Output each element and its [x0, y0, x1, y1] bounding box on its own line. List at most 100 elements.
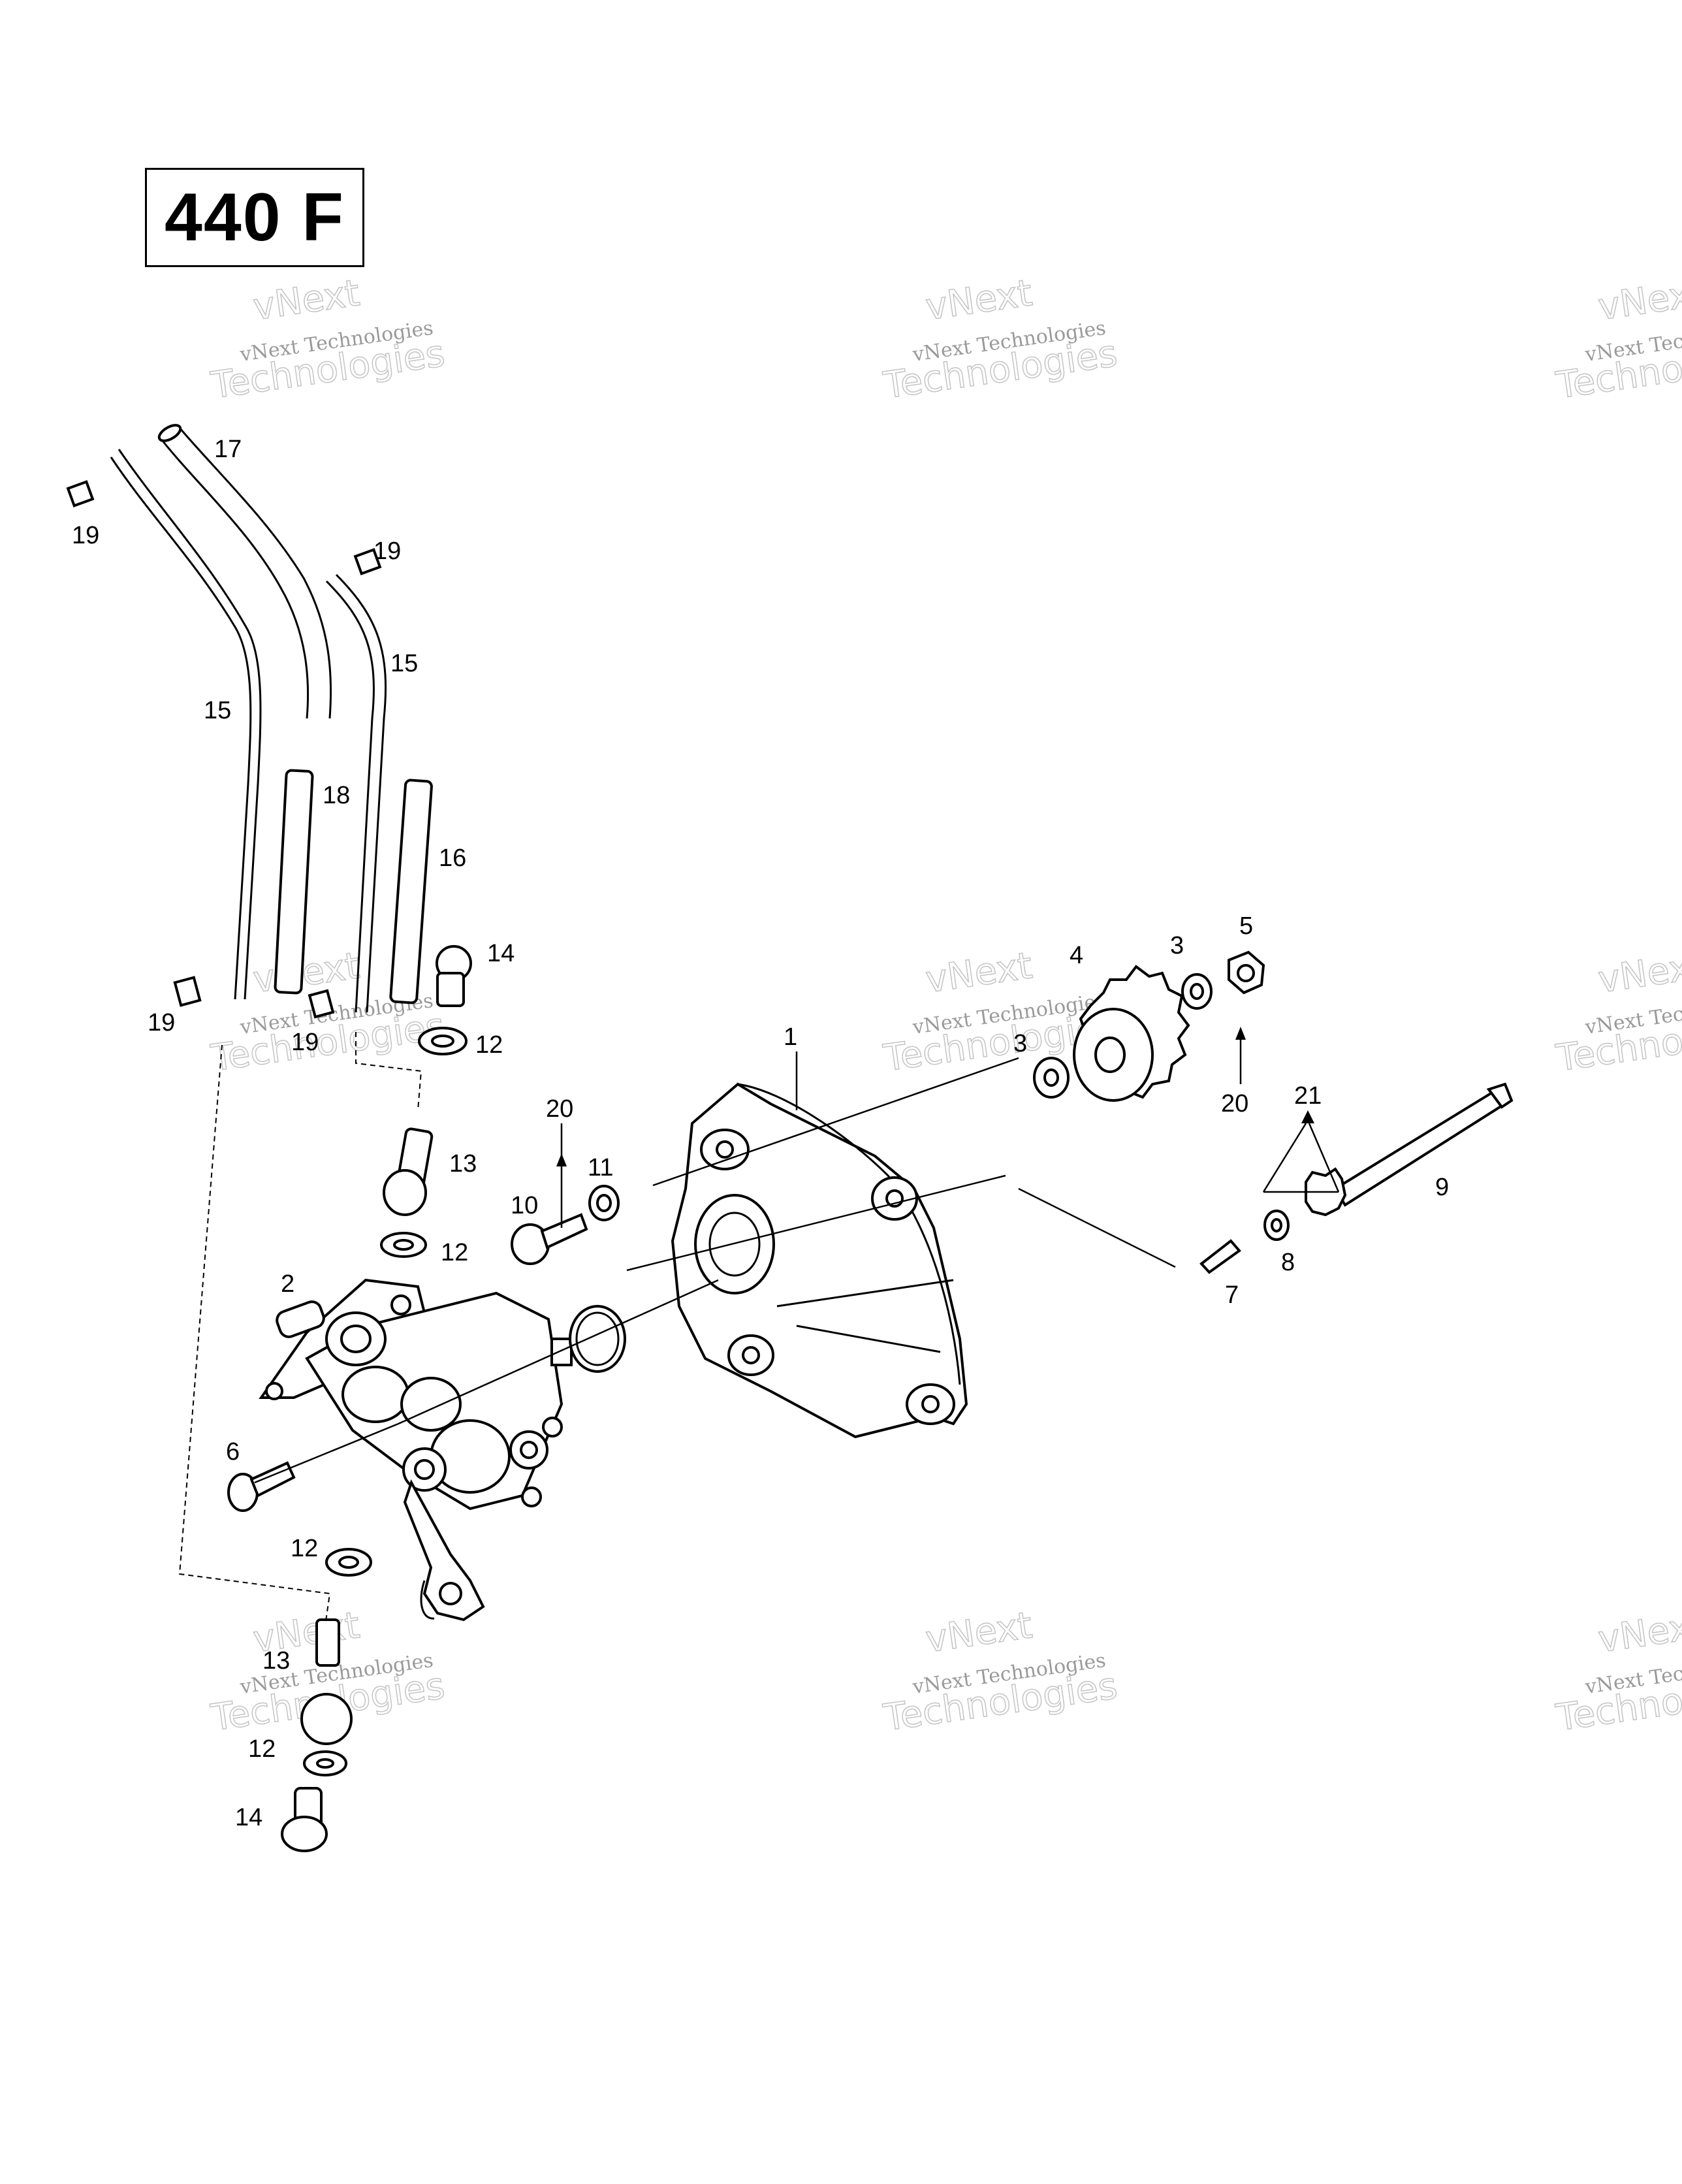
oil-hose-17-edge — [178, 427, 332, 719]
pump-screw — [542, 1417, 563, 1437]
callout-2: 2 — [281, 1270, 294, 1298]
clamp-19 — [308, 989, 335, 1019]
oil-pump-assembly — [259, 1278, 573, 1622]
assembly-line — [178, 1044, 331, 1640]
callout-3: 3 — [1013, 1030, 1027, 1057]
model-label-box: 440 F — [145, 168, 364, 267]
pump-lever — [403, 1479, 485, 1622]
lower-fittings — [178, 1044, 372, 1852]
callout-12: 12 — [248, 1735, 276, 1763]
pump-drive-stub — [550, 1338, 573, 1366]
watermark-line2: vNext — [923, 1604, 1035, 1661]
sealing-washer-12-hole — [431, 1035, 454, 1048]
oil-hoses — [110, 424, 433, 1013]
clamp-19 — [66, 480, 95, 507]
assembly-line — [355, 1032, 422, 1111]
gear-4-bore — [1094, 1036, 1126, 1073]
callout-8: 8 — [1281, 1249, 1295, 1276]
watermark-line2: vNext — [1596, 944, 1682, 1001]
axis-line — [1018, 1187, 1176, 1268]
watermark: vNext vNext Technologies Technologies — [1553, 271, 1682, 408]
pump-screw — [521, 1486, 542, 1507]
pump-inlet-hole — [340, 1325, 372, 1353]
lever-cable-hook — [420, 1580, 435, 1620]
callout-5: 5 — [1239, 912, 1253, 940]
upper-fittings — [355, 945, 472, 1258]
pump-shaft-group — [1199, 1082, 1514, 1274]
pump-housing — [671, 1082, 968, 1439]
oil-hose-15-right-edge — [335, 573, 387, 1013]
housing-rim — [737, 1083, 961, 1385]
axis-lines — [398, 1057, 1176, 1425]
washer-8-hole — [1271, 1218, 1282, 1232]
callout-20: 20 — [546, 1095, 573, 1123]
callout-11: 11 — [588, 1154, 613, 1181]
watermark: vNext vNext Technologies Technologies — [1553, 944, 1682, 1080]
banjo-bolt-14-shank — [436, 972, 465, 1007]
callout-21: 21 — [1294, 1082, 1322, 1110]
watermark: vNext vNext Technologies Technologies — [1553, 1603, 1682, 1740]
flange-hole — [390, 1294, 411, 1315]
pump-nipple — [276, 1300, 325, 1338]
o-ring-inner — [575, 1311, 620, 1366]
callout-10: 10 — [511, 1192, 538, 1219]
hose-17-end — [157, 424, 182, 442]
loctite-drop-20 — [1235, 1027, 1246, 1040]
housing-ear-hole — [921, 1395, 940, 1413]
clamp-19 — [353, 548, 382, 575]
shaft-9 — [1333, 1089, 1507, 1207]
callout-13: 13 — [262, 1647, 290, 1675]
watermark-line2: vNext — [251, 272, 362, 329]
axis-line — [626, 1174, 1006, 1272]
banjo-fitting-13-stem — [315, 1618, 340, 1667]
watermark-line2: vNext — [251, 944, 362, 1001]
o-ring — [569, 1305, 626, 1373]
lever-pivot-center — [414, 1459, 435, 1480]
watermark-line2: vNext — [923, 272, 1035, 329]
callout-1: 1 — [784, 1023, 797, 1051]
screw-6-shank — [249, 1461, 296, 1498]
oil-hose-18 — [274, 769, 314, 995]
callout-13: 13 — [449, 1150, 477, 1178]
oil-hose-17 — [159, 437, 309, 719]
washer-3-hole — [1043, 1068, 1059, 1087]
watermark-line2: vNext — [1596, 1604, 1682, 1661]
oil-hose-15-left — [110, 457, 252, 1000]
callout-7: 7 — [1225, 1281, 1239, 1309]
callout-14: 14 — [487, 940, 515, 967]
housing-ear-hole — [716, 1140, 734, 1159]
callout-15: 15 — [390, 650, 418, 677]
watermark: vNext vNext Technologies Technologies — [880, 271, 1120, 408]
callout-6: 6 — [226, 1438, 240, 1466]
pin-7 — [1199, 1239, 1241, 1274]
callout-19: 19 — [148, 1009, 175, 1036]
model-label: 440 F — [165, 179, 345, 255]
callout-19: 19 — [72, 522, 99, 549]
gear-group — [1033, 950, 1265, 1102]
washer-3-hole — [1190, 983, 1204, 1000]
callout-19: 19 — [373, 538, 401, 565]
sealing-washer-12-hole — [338, 1556, 359, 1569]
oil-hose-15-right — [325, 580, 375, 1013]
pump-boss-hole — [520, 1441, 538, 1459]
callout-14: 14 — [235, 1804, 262, 1831]
banjo-fitting-13-eye — [383, 1169, 427, 1216]
banjo-bolt-14-head — [281, 1816, 328, 1852]
callout-16: 16 — [439, 844, 466, 872]
callout-3: 3 — [1170, 932, 1184, 959]
callout-9: 9 — [1435, 1174, 1449, 1201]
housing-rib — [776, 1279, 954, 1308]
banjo-fitting-13-eye — [300, 1693, 353, 1745]
pump-cylinder — [400, 1377, 462, 1432]
screw-6 — [227, 1422, 399, 1512]
watermark: vNext vNext Technologies Technologies — [208, 271, 448, 408]
callout-leader — [1308, 1123, 1340, 1193]
axis-line — [398, 1279, 719, 1425]
loctite-drop-20 — [556, 1153, 567, 1166]
clamp-19 — [173, 976, 202, 1007]
watermark: vNext vNext Technologies Technologies — [880, 1603, 1120, 1740]
shaft-9-end — [1486, 1082, 1514, 1109]
pump-cylinder — [341, 1366, 409, 1423]
callout-12: 12 — [475, 1031, 503, 1059]
